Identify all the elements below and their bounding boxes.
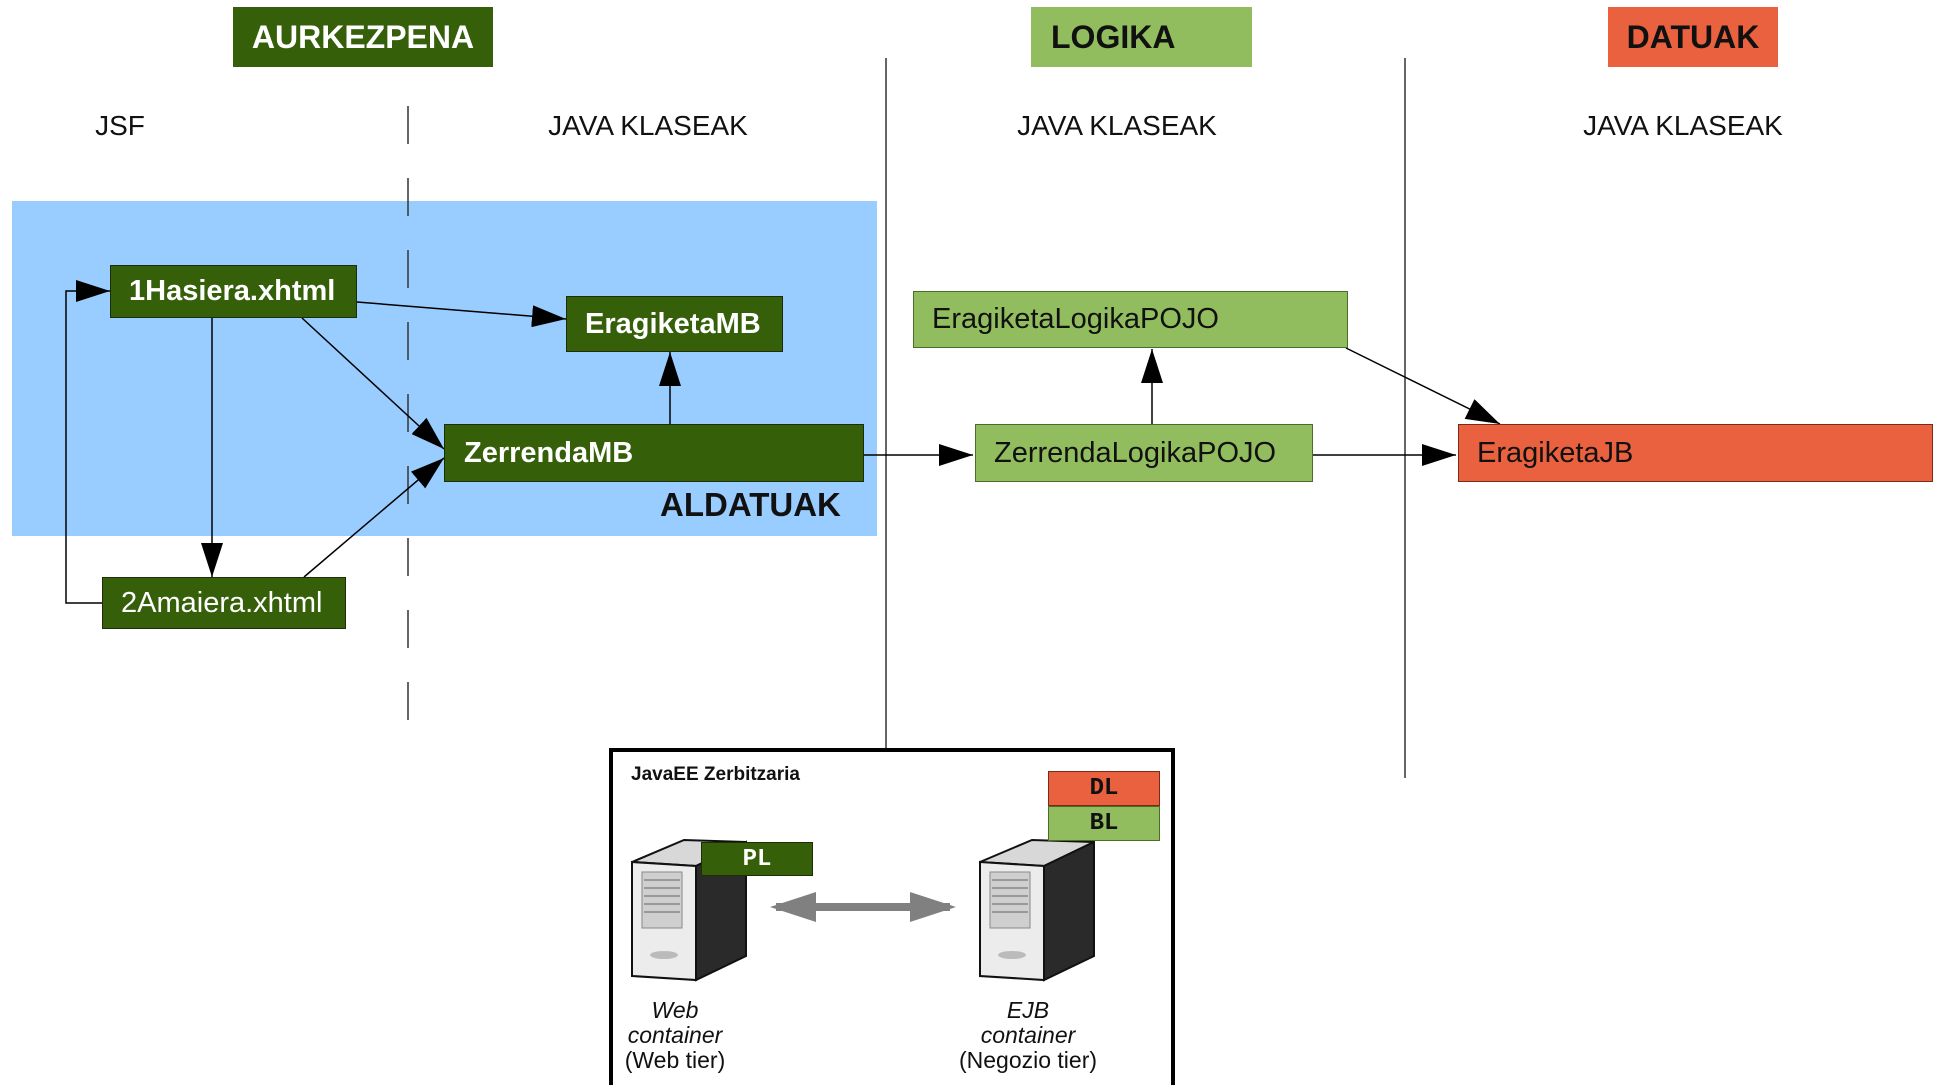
column-label-data-java: JAVA KLASEAK (1583, 110, 1783, 141)
tag-bl: BL (1048, 806, 1160, 841)
header-aurkezpena: AURKEZPENA (233, 7, 493, 67)
tag-pl: PL (701, 842, 813, 876)
server-frame (609, 748, 1175, 1085)
header-logika: LOGIKA (1031, 7, 1252, 67)
node-zerrenda-mb: ZerrendaMB (444, 424, 864, 482)
node-hasiera-xhtml: 1Hasiera.xhtml (110, 265, 357, 318)
ejb-caption-line2: container (980, 1022, 1076, 1048)
node-eragiketa-jb: EragiketaJB (1458, 424, 1933, 482)
column-label-logic-java: JAVA KLASEAK (1017, 110, 1217, 141)
web-caption-line2: container (627, 1022, 723, 1048)
node-eragiketa-mb: EragiketaMB (566, 296, 783, 352)
header-datuak: DATUAK (1608, 7, 1778, 67)
ejb-caption-line3: (Negozio tier) (958, 1047, 1098, 1073)
column-label-presentation-java: JAVA KLASEAK (548, 110, 748, 141)
server-title: JavaEE Zerbitzaria (631, 764, 800, 785)
ejb-server-icon (979, 838, 1095, 982)
web-caption-line1: Web (651, 997, 699, 1023)
arrow-eragiketalogika-eragiketajb (1345, 347, 1501, 425)
node-eragiketa-logika-pojo: EragiketaLogikaPOJO (913, 291, 1348, 348)
arrow-amaiera-zerrendamb (303, 457, 445, 578)
node-zerrenda-logika-pojo: ZerrendaLogikaPOJO (975, 424, 1313, 482)
column-label-jsf: JSF (95, 110, 145, 141)
arrow-hasiera-eragiketamb (356, 301, 567, 328)
web-caption-line3: (Web tier) (624, 1047, 726, 1073)
arrow-hasiera-zerrendamb (301, 317, 445, 450)
tag-dl: DL (1048, 771, 1160, 806)
arrow-amaiera-hasiera (65, 280, 110, 604)
web-container-caption: Web container (Web tier) (605, 998, 745, 1073)
ejb-caption-line1: EJB (1006, 997, 1050, 1023)
web-server-icon (631, 838, 747, 982)
changed-region-label: ALDATUAK (660, 486, 841, 523)
ejb-container-caption: EJB container (Negozio tier) (938, 998, 1118, 1073)
node-amaiera-xhtml: 2Amaiera.xhtml (102, 577, 346, 629)
